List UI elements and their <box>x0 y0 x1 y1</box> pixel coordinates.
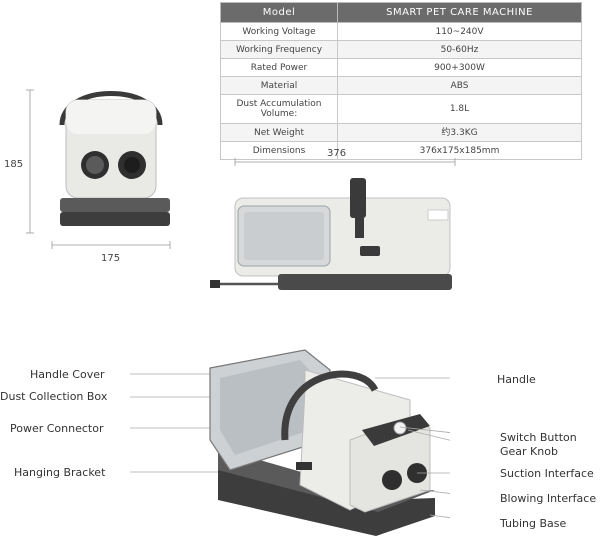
spec-key: Net Weight <box>220 123 338 142</box>
spec-key: Dust Accumulation Volume: <box>220 94 338 124</box>
callout-handle: Handle <box>497 373 536 386</box>
spec-key: Rated Power <box>220 58 338 77</box>
side-length-dimension: 376 <box>327 148 347 159</box>
spec-value: 110~240V <box>337 22 582 41</box>
perspective-illustration <box>130 349 450 536</box>
spec-header-model: Model <box>220 2 338 23</box>
spec-value: ABS <box>337 76 582 95</box>
spec-row: Dust Accumulation Volume:1.8L <box>220 94 582 124</box>
callout-blowing-interface: Blowing Interface <box>500 492 597 505</box>
front-height-dimension: 185 <box>4 159 24 170</box>
front-view-illustration <box>26 89 171 249</box>
spec-value: 376x175x185mm <box>337 141 582 160</box>
callout-gear-knob: Gear Knob <box>500 445 558 458</box>
spec-header-row: Model SMART PET CARE MACHINE <box>220 2 582 23</box>
callout-handle-cover: Handle Cover <box>30 368 105 381</box>
callout-power-connector: Power Connector <box>10 422 104 435</box>
callout-switch-button: Switch Button <box>500 431 577 444</box>
spec-key: Working Voltage <box>220 22 338 41</box>
spec-header-product: SMART PET CARE MACHINE <box>337 2 582 23</box>
callout-tubing-base: Tubing Base <box>500 517 567 530</box>
spec-key: Material <box>220 76 338 95</box>
spec-value: 约3.3KG <box>337 123 582 142</box>
callout-suction-interface: Suction Interface <box>500 467 594 480</box>
callout-dust-collection-box: Dust Collection Box <box>0 390 108 403</box>
spec-value: 1.8L <box>337 94 582 124</box>
callout-hanging-bracket: Hanging Bracket <box>14 466 106 479</box>
spec-value: 900+300W <box>337 58 582 77</box>
side-view-illustration <box>210 158 456 290</box>
spec-value: 50-60Hz <box>337 40 582 59</box>
spec-key: Working Frequency <box>220 40 338 59</box>
spec-table: Model SMART PET CARE MACHINE Working Vol… <box>220 2 582 160</box>
front-width-dimension: 175 <box>101 253 121 264</box>
spec-key: Dimensions <box>220 141 338 160</box>
